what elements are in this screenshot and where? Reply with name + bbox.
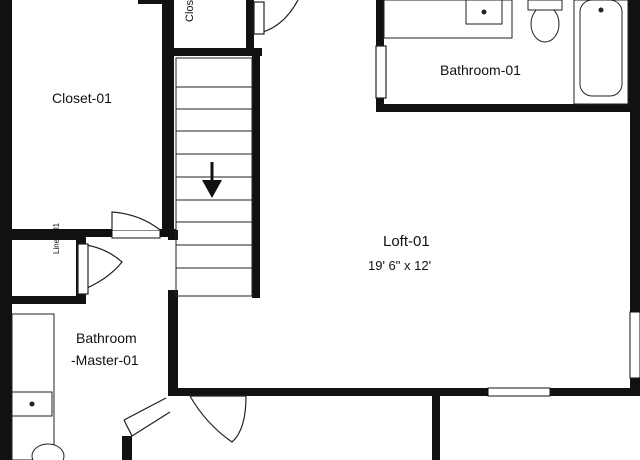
doors <box>77 0 387 443</box>
wall-stair-top <box>162 48 262 56</box>
label-bathroom-master-line1: Bathroom <box>76 330 137 346</box>
label-loft-01: Loft-01 <box>383 233 430 250</box>
label-bathroom-01: Bathroom-01 <box>440 62 521 78</box>
door-linen <box>77 243 123 293</box>
wall-top-segment <box>138 0 162 4</box>
wall-closet-top-left <box>162 0 174 230</box>
stair <box>175 57 253 297</box>
toilet-icon <box>530 5 560 43</box>
label-loft-dims: 19' 6" x 12' <box>368 258 432 273</box>
door-bath-01 <box>375 45 387 99</box>
wall-right-lower <box>630 378 640 392</box>
master-toilet-icon <box>31 443 65 460</box>
bathroom-01-fixtures <box>383 0 629 105</box>
window-right <box>629 311 640 379</box>
door-loft-bottom <box>189 395 247 443</box>
wall-bath-right <box>628 0 640 112</box>
wall-closet-bottom <box>0 229 176 237</box>
wall-stair-right <box>252 52 260 298</box>
window-left-opening <box>111 229 161 239</box>
master-vanity <box>11 313 55 460</box>
wall-loft-left-upper <box>168 230 178 240</box>
wall-linen-bottom <box>0 296 86 304</box>
wall-master-bottom-stub <box>122 436 132 460</box>
label-closet-01: Closet-01 <box>52 90 112 106</box>
wall-loft-left <box>168 290 178 396</box>
sink-icon <box>465 0 503 25</box>
wall-closet-top-right <box>246 0 254 50</box>
wall-lower-divider <box>432 396 440 460</box>
wall-bath-bottom <box>376 104 640 112</box>
wall-right-outer <box>630 112 640 312</box>
wall-loft-bottom <box>170 388 640 396</box>
master-bath-fixtures <box>11 313 65 460</box>
wall-linen-top <box>0 230 86 240</box>
label-linen-01: Linen-01 <box>52 222 61 254</box>
windows <box>111 229 640 397</box>
door-master <box>123 397 171 437</box>
label-bathroom-master-line2: -Master-01 <box>71 352 139 368</box>
window-bottom <box>487 387 551 397</box>
stair-down-arrow-icon <box>202 162 222 198</box>
label-closet-top: Closet <box>184 0 196 22</box>
door-closet-01 <box>111 211 161 231</box>
